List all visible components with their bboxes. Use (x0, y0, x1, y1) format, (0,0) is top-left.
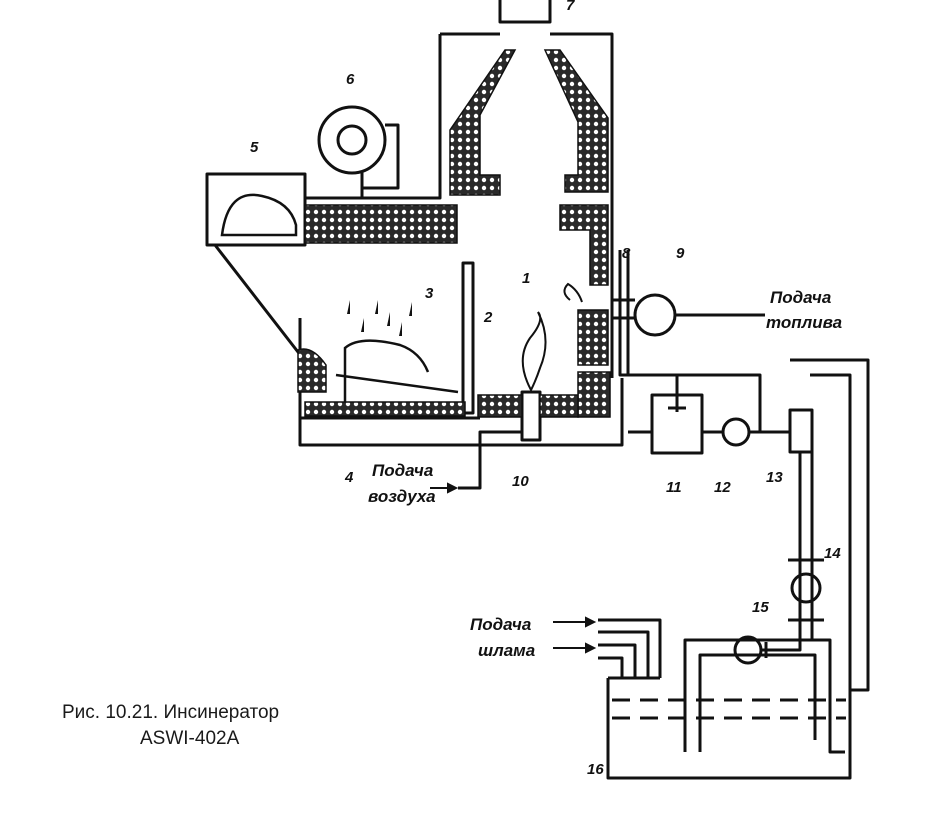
burner-flame-small (563, 282, 583, 303)
label-16: 16 (587, 761, 604, 778)
circulation-pipe (628, 358, 870, 700)
label-14: 14 (824, 545, 841, 562)
refractory-lining (297, 49, 611, 418)
label-7: 7 (566, 0, 575, 14)
burner (520, 390, 542, 442)
air-feed-label-2: воздуха (368, 487, 436, 506)
fan-housing (317, 105, 387, 175)
label-1: 1 (522, 270, 530, 287)
inner-baffle (683, 638, 845, 754)
fuel-feed-label-2: топлива (766, 313, 842, 332)
furnace-shell (305, 32, 614, 378)
burner-gun (618, 250, 630, 377)
chimney-outlet (498, 0, 552, 24)
pump-15-line (761, 640, 802, 658)
pump-14 (790, 572, 822, 604)
label-12: 12 (714, 479, 731, 496)
fan-duct (360, 123, 400, 198)
label-3: 3 (425, 285, 434, 302)
figure-caption: Рис. 10.21. Инсинератор ASWI-402A (62, 700, 279, 752)
label-2: 2 (483, 309, 493, 326)
label-13: 13 (766, 469, 783, 486)
label-9: 9 (676, 245, 685, 262)
pump-12 (721, 417, 751, 447)
mixer-shaft (668, 375, 686, 412)
label-4: 4 (344, 469, 354, 486)
filter-13 (788, 408, 814, 454)
fan-impeller (336, 124, 368, 156)
grate (335, 339, 459, 402)
label-5: 5 (250, 139, 259, 156)
fuel-feed-label-1: Подача (770, 288, 831, 307)
fuel-line (612, 298, 765, 320)
label-15: 15 (752, 599, 769, 616)
label-6: 6 (346, 71, 355, 88)
baffle (461, 261, 475, 415)
sludge-inlets (598, 618, 662, 678)
sludge-feed-label-2: шлама (478, 641, 535, 660)
label-10: 10 (512, 473, 529, 490)
lower-casing (298, 318, 624, 447)
waste-load (220, 193, 298, 237)
air-feed-label-1: Подача (372, 461, 433, 480)
air-pipe (458, 430, 522, 490)
sludge-level (612, 698, 846, 720)
label-8: 8 (622, 245, 631, 262)
vertical-pipe (788, 452, 824, 640)
waste-hopper (205, 172, 307, 361)
caption-line-2: ASWI-402A (140, 728, 240, 749)
fuel-pump (633, 293, 677, 337)
sludge-feed-label-1: Подача (470, 615, 531, 634)
flow-arrows (430, 482, 597, 654)
flame (521, 311, 547, 393)
label-11: 11 (666, 479, 682, 496)
caption-line-1: Рис. 10.21. Инсинератор (62, 702, 280, 723)
drip-marks (347, 300, 412, 336)
